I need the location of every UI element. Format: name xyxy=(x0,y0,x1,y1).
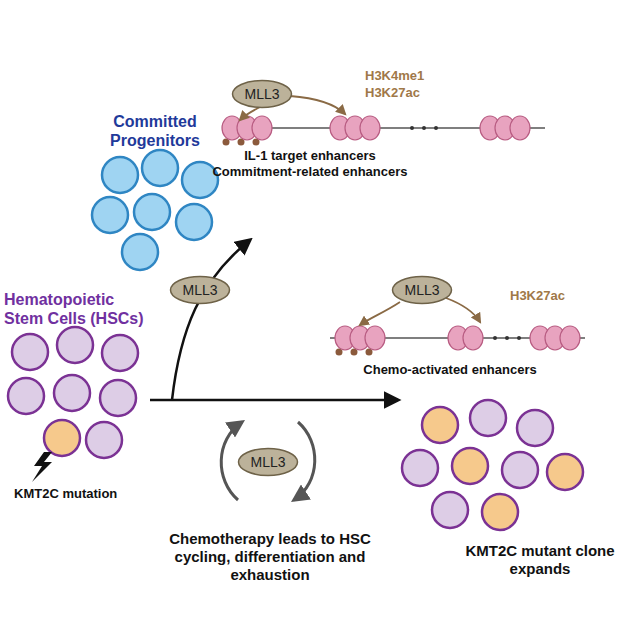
annotation-label: KMT2C mutant clone expands xyxy=(460,542,620,578)
annotation-label: Hematopoietic Stem Cells (HSCs) xyxy=(4,290,154,328)
cell-clusters xyxy=(8,150,583,530)
annotation-label: Chemotherapy leads to HSC cycling, diffe… xyxy=(150,530,390,584)
cell xyxy=(502,452,538,488)
cell xyxy=(547,454,583,490)
nucleosome xyxy=(463,326,483,350)
annotation-label: Chemo-activated enhancers xyxy=(340,362,560,378)
oval-shape xyxy=(239,449,298,476)
ellipsis-dot xyxy=(410,126,414,130)
cell xyxy=(470,400,506,436)
cell xyxy=(102,157,138,193)
mark-arrow xyxy=(446,298,480,322)
nucleosome xyxy=(365,326,385,350)
ellipsis-dot xyxy=(517,336,521,340)
cell xyxy=(134,194,170,230)
ellipsis-dot xyxy=(505,336,509,340)
node-text: MLL3 xyxy=(244,86,279,102)
cell xyxy=(44,420,80,456)
mark-arrow xyxy=(290,96,345,114)
annotation-label: IL-1 target enhancers xyxy=(200,148,420,164)
mutation-bolt xyxy=(32,452,52,482)
annotation-label: H3K4me1 xyxy=(365,68,455,84)
cell xyxy=(54,375,90,411)
oval-shape xyxy=(233,81,292,108)
cell xyxy=(57,327,93,363)
nucleosome xyxy=(360,116,380,140)
cell xyxy=(122,234,158,270)
cell xyxy=(142,150,178,186)
node-text: MLL3 xyxy=(182,282,217,298)
protein-oval: MLL3 xyxy=(391,275,453,305)
cell xyxy=(422,407,458,443)
ellipsis-dot xyxy=(422,126,426,130)
cell xyxy=(100,380,136,416)
nucleosome xyxy=(510,116,530,140)
annotation-label: H3K27ac xyxy=(510,288,600,304)
cell xyxy=(432,492,468,528)
cell xyxy=(517,410,553,446)
cell xyxy=(92,197,128,233)
annotation-label: Committed Progenitors xyxy=(95,112,215,150)
annotation-label: KMT2C mutation xyxy=(14,486,164,502)
protein-oval: MLL3 xyxy=(231,79,293,109)
cell xyxy=(8,378,44,414)
oval-shape xyxy=(393,277,452,304)
mark-arrow xyxy=(360,302,400,325)
oval-shape xyxy=(171,277,230,304)
ellipsis-dot xyxy=(493,336,497,340)
cell xyxy=(452,448,488,484)
main-arrow xyxy=(150,399,398,402)
cell xyxy=(482,494,518,530)
annotation-label: H3K27ac xyxy=(365,85,455,101)
cell xyxy=(86,422,122,458)
nucleosome xyxy=(560,326,580,350)
cell xyxy=(12,334,48,370)
protein-oval: MLL3 xyxy=(169,275,231,305)
annotation-label: Commitment-related enhancers xyxy=(180,164,440,180)
protein-oval: MLL3 xyxy=(237,447,299,477)
ellipsis-dot xyxy=(434,126,438,130)
cell xyxy=(402,450,438,486)
node-text: MLL3 xyxy=(250,454,285,470)
cell xyxy=(102,335,138,371)
nucleosome xyxy=(252,116,272,140)
commitment-arrow xyxy=(172,240,250,400)
node-text: MLL3 xyxy=(404,282,439,298)
cell xyxy=(176,204,212,240)
